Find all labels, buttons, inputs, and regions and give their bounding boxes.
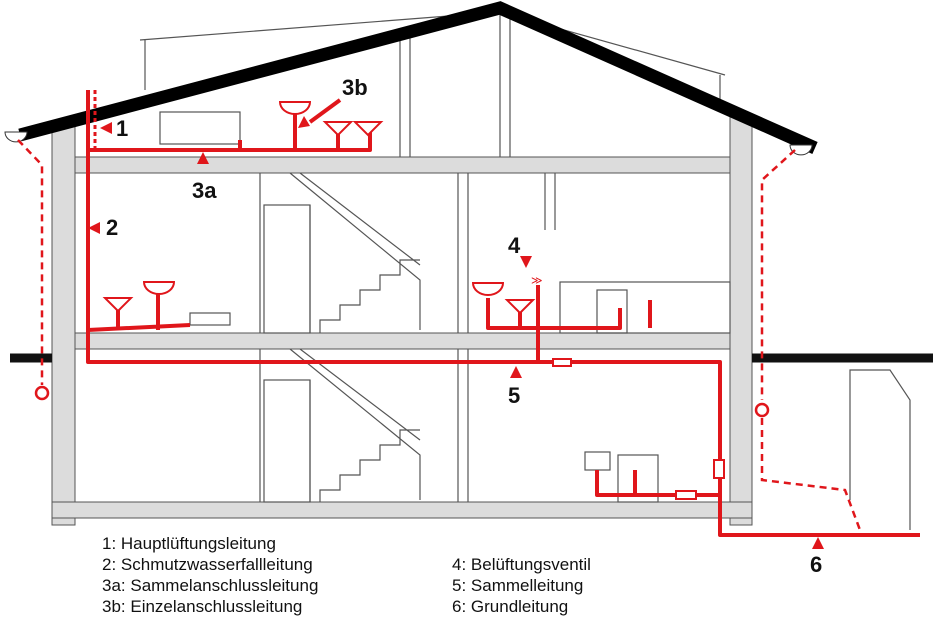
legend-item: 4: Belüftungsventil — [452, 555, 591, 574]
rainwater-pipes — [17, 139, 862, 531]
label-3a: 3a — [192, 178, 217, 203]
basement-slab — [51, 501, 753, 519]
structure — [51, 114, 753, 526]
label-2: 2 — [106, 215, 119, 240]
fixtures — [102, 101, 725, 500]
rain-drain-left — [34, 385, 50, 401]
label-5: 5 — [508, 383, 521, 408]
gutter-right — [789, 144, 813, 156]
label-arrows — [88, 98, 824, 549]
legend-item: 1: Hauptlüftungsleitung — [102, 534, 276, 553]
rain-drain-right — [754, 402, 770, 418]
legend-item: 3a: Sammelanschlussleitung — [102, 576, 319, 595]
attic-slab — [74, 156, 731, 174]
main-pipe — [86, 90, 920, 537]
interior-lines — [139, 11, 911, 530]
legend-left: 1: Hauptlüftungsleitung 2: Schmutzwasser… — [102, 533, 318, 617]
legend-item: 6: Grundleitung — [452, 597, 569, 616]
label-4: 4 — [508, 233, 521, 258]
gutter-left — [4, 131, 28, 143]
label-6: 6 — [810, 552, 823, 577]
left-wall — [51, 124, 76, 526]
legend-right: 4: Belüftungsventil 5: Sammelleitung 6: … — [452, 554, 591, 617]
drain-pipes — [86, 90, 920, 537]
ground-floor-slab — [74, 332, 731, 350]
label-1: 1 — [116, 116, 129, 141]
vent-valve-icon: ≫ — [531, 275, 543, 287]
legend-item: 5: Sammelleitung — [452, 576, 584, 595]
label-3b: 3b — [342, 75, 368, 100]
roof — [18, 1, 818, 154]
legend-item: 2: Schmutzwasserfallleitung — [102, 555, 313, 574]
legend-item: 3b: Einzelanschlussleitung — [102, 597, 303, 616]
right-wall — [729, 114, 753, 526]
